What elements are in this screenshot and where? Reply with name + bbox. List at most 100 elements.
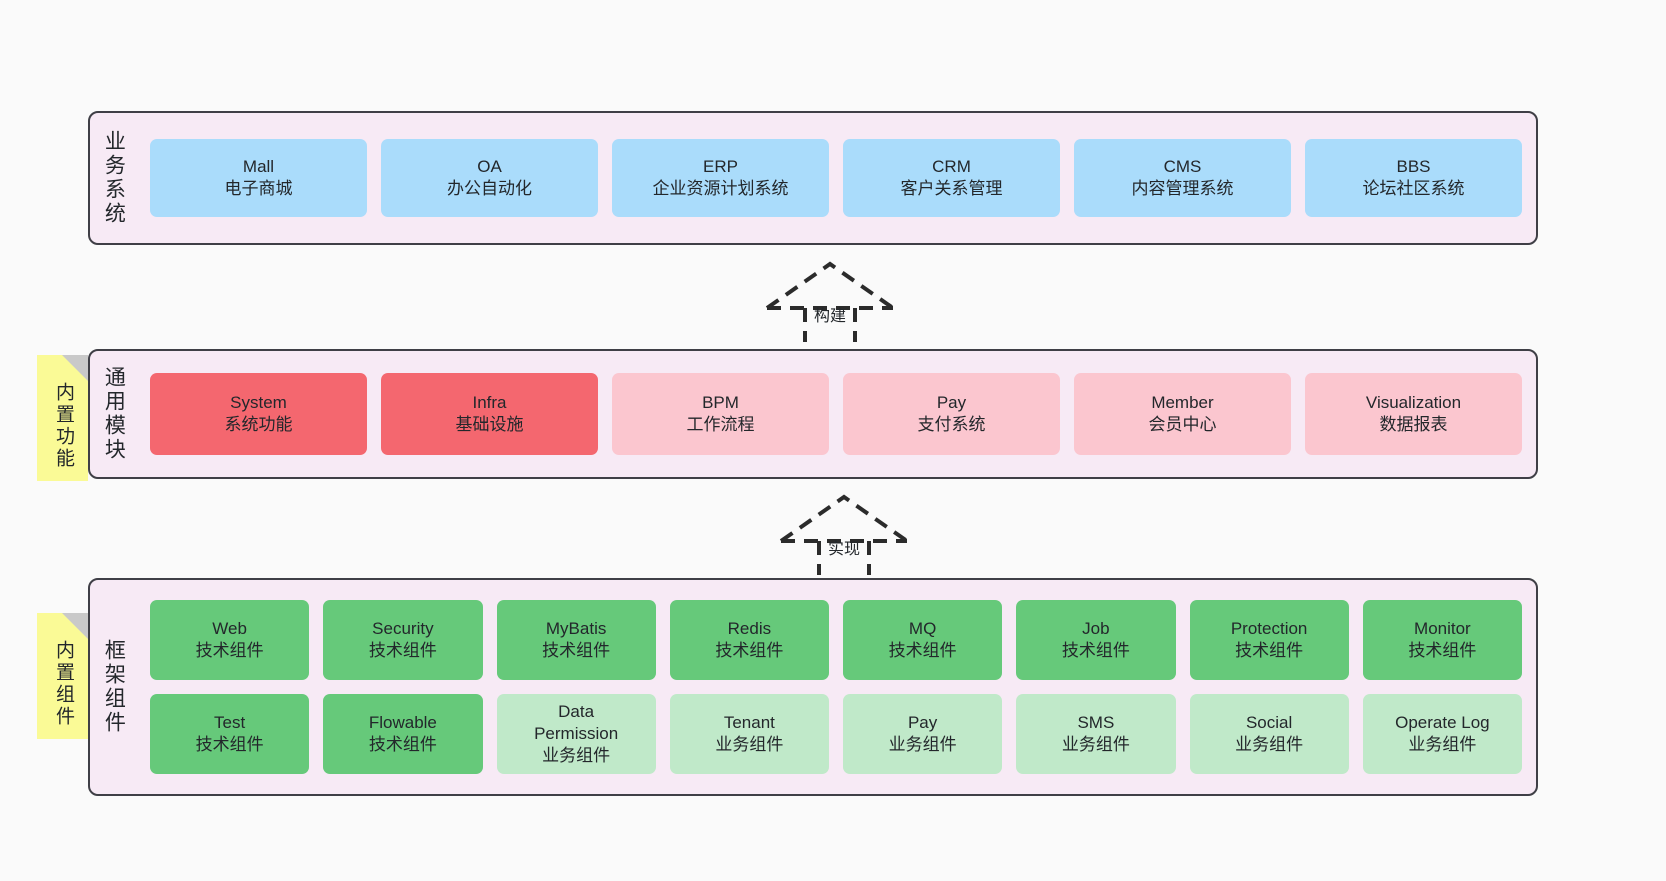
card-subtitle: 会员中心 bbox=[1148, 415, 1217, 434]
card-subtitle: 技术组件 bbox=[1408, 641, 1477, 660]
framework-components-body: Web 技术组件 Security 技术组件 MyBatis 技术组件 Redi… bbox=[136, 580, 1536, 794]
card-subtitle: 技术组件 bbox=[368, 641, 437, 660]
card-title: CMS bbox=[1163, 157, 1202, 177]
card-bpm[interactable]: BPM 工作流程 bbox=[612, 373, 829, 455]
card-title: Social bbox=[1245, 713, 1293, 733]
card-subtitle: 技术组件 bbox=[888, 641, 957, 660]
business-system-body: Mall 电子商城 OA 办公自动化 ERP 企业资源计划系统 CRM 客户关系… bbox=[136, 113, 1536, 243]
card-title: System bbox=[230, 393, 287, 413]
business-system-row: Mall 电子商城 OA 办公自动化 ERP 企业资源计划系统 CRM 客户关系… bbox=[150, 139, 1522, 217]
note-builtin-components: 内置组件 bbox=[37, 613, 88, 739]
card-subtitle: 论坛社区系统 bbox=[1362, 179, 1465, 198]
card-subtitle: 业务组件 bbox=[542, 745, 611, 765]
card-data-permission[interactable]: Data Permission 业务组件 bbox=[496, 694, 656, 774]
card-subtitle: 数据报表 bbox=[1379, 415, 1448, 434]
card-title: OA bbox=[477, 157, 502, 177]
card-crm[interactable]: CRM 客户关系管理 bbox=[843, 139, 1060, 217]
card-subtitle: 电子商城 bbox=[224, 179, 293, 198]
card-pay-module[interactable]: Pay 支付系统 bbox=[843, 373, 1060, 455]
card-protection[interactable]: Protection 技术组件 bbox=[1189, 600, 1349, 680]
card-subtitle: 业务组件 bbox=[888, 735, 957, 754]
note-builtin-features: 内置功能 bbox=[37, 355, 88, 481]
card-title: Pay bbox=[936, 393, 967, 413]
card-subtitle: 技术组件 bbox=[195, 735, 264, 754]
card-subtitle: 办公自动化 bbox=[447, 179, 532, 198]
card-redis[interactable]: Redis 技术组件 bbox=[669, 600, 829, 680]
card-visualization[interactable]: Visualization 数据报表 bbox=[1305, 373, 1522, 455]
card-title: Job bbox=[1082, 619, 1110, 639]
section-common-modules: 通用模块 System 系统功能 Infra 基础设施 BPM 工作流程 Pay… bbox=[88, 349, 1538, 479]
card-mybatis[interactable]: MyBatis 技术组件 bbox=[496, 600, 656, 680]
card-subtitle: 技术组件 bbox=[1061, 641, 1130, 660]
card-operate-log[interactable]: Operate Log 业务组件 bbox=[1362, 694, 1522, 774]
card-title: Protection bbox=[1230, 619, 1308, 639]
card-subtitle: 工作流程 bbox=[686, 415, 755, 434]
card-mall[interactable]: Mall 电子商城 bbox=[150, 139, 367, 217]
card-tenant[interactable]: Tenant 业务组件 bbox=[669, 694, 829, 774]
card-title: MyBatis bbox=[545, 619, 607, 639]
card-web[interactable]: Web 技术组件 bbox=[150, 600, 310, 680]
card-subtitle: 企业资源计划系统 bbox=[652, 179, 789, 198]
common-modules-row: System 系统功能 Infra 基础设施 BPM 工作流程 Pay 支付系统… bbox=[150, 373, 1522, 455]
card-member[interactable]: Member 会员中心 bbox=[1074, 373, 1291, 455]
connector-build-label: 构建 bbox=[813, 308, 847, 325]
card-subtitle: 技术组件 bbox=[1235, 641, 1304, 660]
card-test[interactable]: Test 技术组件 bbox=[150, 694, 310, 774]
card-title: Visualization bbox=[1365, 393, 1462, 413]
build-arrow-head bbox=[765, 261, 895, 310]
framework-biz-row: Test 技术组件 Flowable 技术组件 Data Permission … bbox=[150, 694, 1522, 774]
card-pay-component[interactable]: Pay 业务组件 bbox=[843, 694, 1003, 774]
card-mq[interactable]: MQ 技术组件 bbox=[843, 600, 1003, 680]
connector-build: 构建 bbox=[755, 258, 905, 344]
card-subtitle: 支付系统 bbox=[917, 415, 986, 434]
card-subtitle: 业务组件 bbox=[1408, 735, 1477, 754]
card-subtitle: 基础设施 bbox=[455, 415, 524, 434]
section-framework-components: 框架组件 Web 技术组件 Security 技术组件 MyBatis 技术组件… bbox=[88, 578, 1538, 796]
card-title: Web bbox=[212, 619, 247, 639]
connector-implement: 实现 bbox=[769, 491, 919, 577]
card-job[interactable]: Job 技术组件 bbox=[1016, 600, 1176, 680]
card-social[interactable]: Social 业务组件 bbox=[1189, 694, 1349, 774]
card-title: ERP bbox=[703, 157, 738, 177]
implement-arrow-head bbox=[779, 494, 909, 543]
card-title: CRM bbox=[932, 157, 971, 177]
card-title: BBS bbox=[1396, 157, 1431, 177]
card-subtitle: 业务组件 bbox=[1061, 735, 1130, 754]
card-title: BPM bbox=[702, 393, 739, 413]
card-subtitle: 技术组件 bbox=[195, 641, 264, 660]
framework-tech-row: Web 技术组件 Security 技术组件 MyBatis 技术组件 Redi… bbox=[150, 600, 1522, 680]
card-oa[interactable]: OA 办公自动化 bbox=[381, 139, 598, 217]
card-title: Test bbox=[214, 713, 246, 733]
card-subtitle: 业务组件 bbox=[1235, 735, 1304, 754]
card-subtitle: 技术组件 bbox=[542, 641, 611, 660]
card-sms[interactable]: SMS 业务组件 bbox=[1016, 694, 1176, 774]
card-flowable[interactable]: Flowable 技术组件 bbox=[323, 694, 483, 774]
card-cms[interactable]: CMS 内容管理系统 bbox=[1074, 139, 1291, 217]
card-title: MQ bbox=[908, 619, 937, 639]
card-title: SMS bbox=[1077, 713, 1115, 733]
connector-implement-label: 实现 bbox=[827, 541, 861, 558]
card-title: Redis bbox=[727, 619, 772, 639]
card-title: Flowable bbox=[368, 713, 437, 733]
card-security[interactable]: Security 技术组件 bbox=[323, 600, 483, 680]
card-infra[interactable]: Infra 基础设施 bbox=[381, 373, 598, 455]
card-subtitle: 客户关系管理 bbox=[900, 179, 1003, 198]
section-label-business-system: 业务系统 bbox=[102, 130, 126, 226]
card-title: Operate Log bbox=[1395, 713, 1490, 733]
card-subtitle: 内容管理系统 bbox=[1131, 179, 1234, 198]
card-system[interactable]: System 系统功能 bbox=[150, 373, 367, 455]
card-subtitle: 技术组件 bbox=[715, 641, 784, 660]
section-business-system: 业务系统 Mall 电子商城 OA 办公自动化 ERP 企业资源计划系统 CRM… bbox=[88, 111, 1538, 245]
card-title: Infra bbox=[472, 393, 507, 413]
card-title: Tenant bbox=[723, 713, 775, 733]
card-title: Security bbox=[372, 619, 434, 639]
card-title: Pay bbox=[907, 713, 938, 733]
card-erp[interactable]: ERP 企业资源计划系统 bbox=[612, 139, 829, 217]
card-title: Monitor bbox=[1414, 619, 1471, 639]
card-monitor[interactable]: Monitor 技术组件 bbox=[1362, 600, 1522, 680]
section-label-framework-components: 框架组件 bbox=[102, 639, 126, 735]
card-subtitle: 业务组件 bbox=[715, 735, 784, 754]
card-title: Member bbox=[1151, 393, 1214, 413]
card-bbs[interactable]: BBS 论坛社区系统 bbox=[1305, 139, 1522, 217]
